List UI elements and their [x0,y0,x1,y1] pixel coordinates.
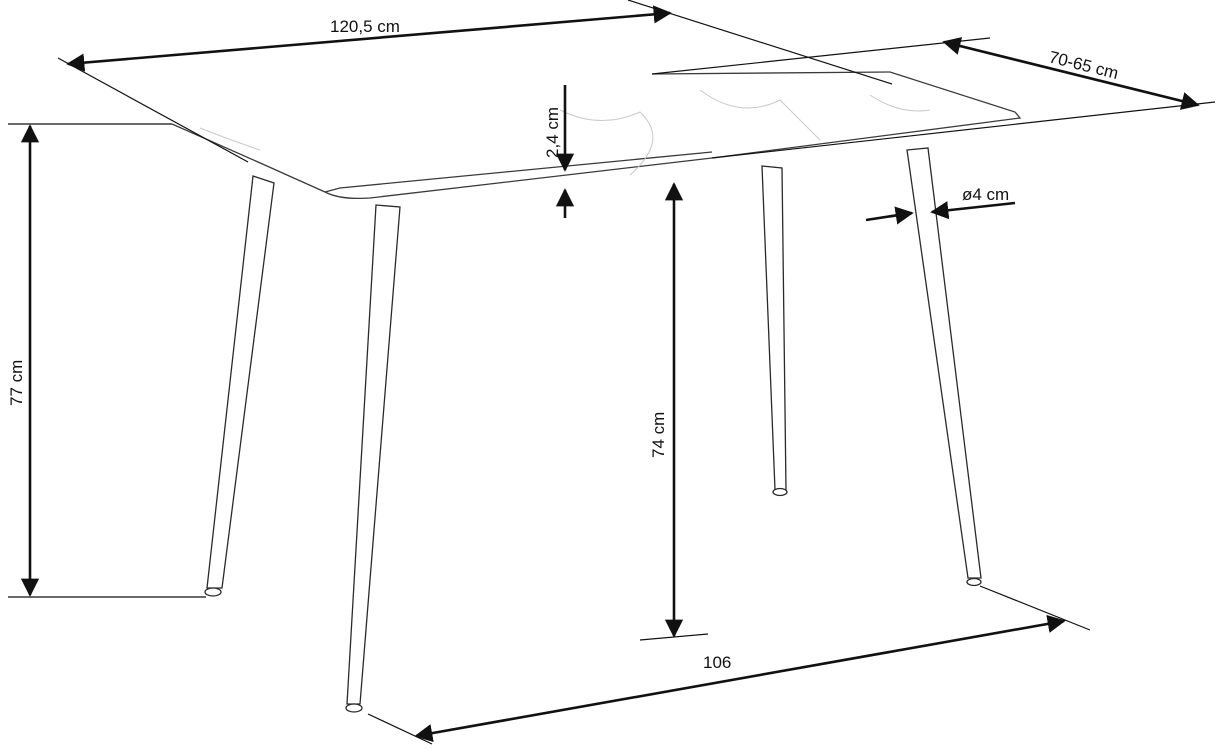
total-height-label: 77 cm [7,360,26,406]
leg-foot-front-right [966,577,982,587]
leg-foot-back-left [204,587,222,597]
depth-dimension: 70-65 cm [651,37,1216,159]
leg-back-left [206,175,275,589]
leg-foot-front-left [345,703,363,713]
table-top [171,71,1022,200]
total-height-dimension: 77 cm [7,123,206,598]
length-dimension: 120,5 cm [57,0,893,163]
leg-span-dimension: 106 [367,585,1091,745]
leg-back-right [761,165,787,491]
leg-diameter-label: ø4 cm [962,185,1009,204]
thickness-dimension: 2,4 cm [543,85,575,218]
leg-foot-back-right [772,487,788,497]
leg-height-label: 74 cm [649,412,668,458]
table-legs [204,147,982,713]
length-label: 120,5 cm [330,17,400,36]
leg-span-label: 106 [703,653,731,672]
thickness-label: 2,4 cm [543,107,562,158]
leg-front-right [906,147,982,579]
leg-height-dimension: 74 cm [639,182,709,641]
leg-diameter-dimension: ø4 cm [865,185,1016,225]
leg-front-left [346,204,401,705]
